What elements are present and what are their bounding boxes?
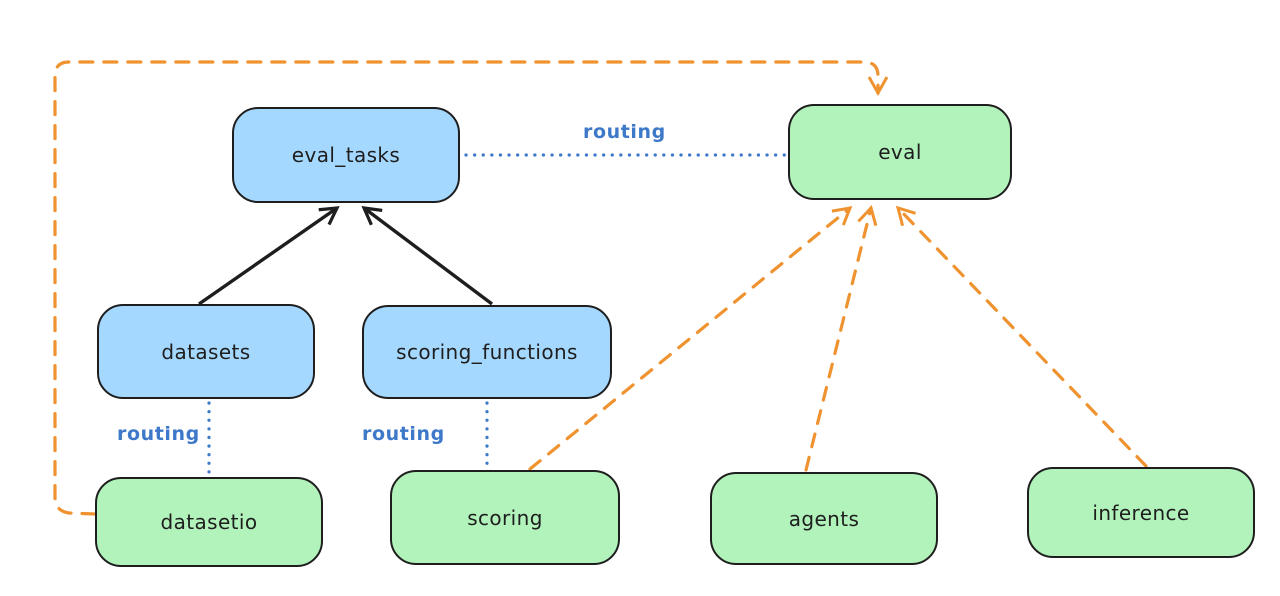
node-scoring-label: scoring bbox=[467, 505, 543, 530]
edge-label-routing-scoring-functions-scoring: routing bbox=[362, 423, 445, 445]
edge-datasets-to-eval-tasks bbox=[198, 206, 340, 306]
node-eval-tasks-label: eval_tasks bbox=[291, 143, 401, 167]
edge-label-routing-datasets-datasetio: routing bbox=[117, 423, 200, 445]
node-scoring-functions-label: scoring_functions bbox=[396, 340, 578, 364]
node-agents-label: agents bbox=[788, 506, 860, 531]
edge-label-routing-eval-tasks-eval: routing bbox=[583, 121, 666, 143]
edge-inference-to-eval bbox=[895, 205, 1148, 468]
edge-scoring-to-eval bbox=[528, 206, 853, 471]
node-datasetio: datasetio bbox=[95, 477, 323, 567]
node-inference-label: inference bbox=[1092, 500, 1190, 525]
node-datasets: datasets bbox=[97, 304, 315, 399]
node-inference: inference bbox=[1027, 467, 1255, 558]
node-scoring: scoring bbox=[390, 470, 620, 565]
node-scoring-functions: scoring_functions bbox=[362, 305, 612, 399]
node-eval-tasks: eval_tasks bbox=[232, 107, 460, 203]
node-datasetio-label: datasetio bbox=[160, 510, 258, 534]
edge-datasetio-to-eval bbox=[53, 60, 889, 516]
edge-agents-to-eval bbox=[804, 205, 878, 472]
node-eval: eval bbox=[788, 104, 1012, 200]
node-eval-label: eval bbox=[878, 140, 922, 164]
node-datasets-label: datasets bbox=[161, 339, 251, 364]
edge-scoring-functions-to-eval-tasks bbox=[361, 206, 494, 306]
node-agents: agents bbox=[710, 472, 938, 565]
